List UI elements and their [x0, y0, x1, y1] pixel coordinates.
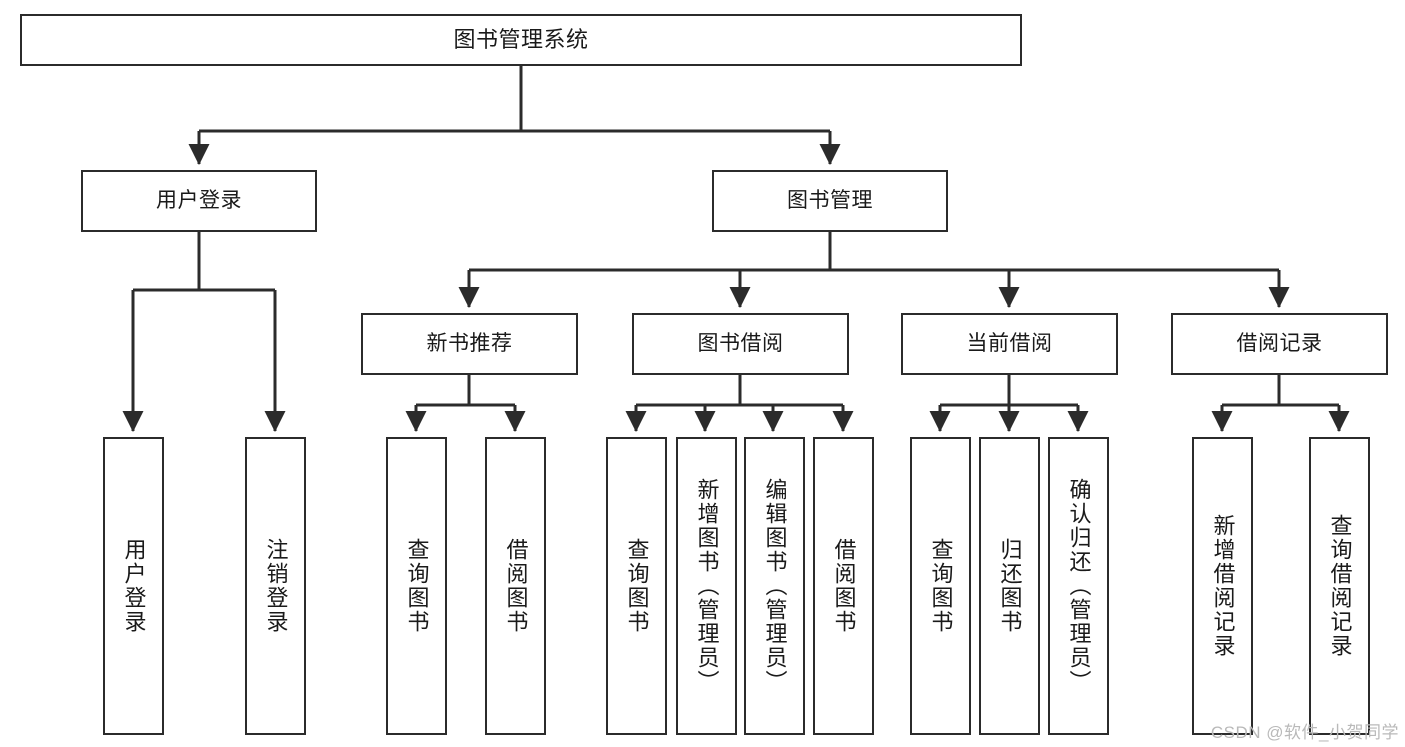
- node-current-borrow[interactable]: 当前借阅: [901, 313, 1118, 375]
- node-label: 查询图书: [928, 538, 954, 634]
- node-label: 图书管理系统: [453, 27, 589, 53]
- node-label: 新增借阅记录: [1210, 514, 1236, 658]
- node-label: 新增图书（管理员）: [694, 478, 720, 694]
- node-label: 图书管理: [787, 188, 873, 212]
- leaf-current-borrow-return[interactable]: 归还图书: [979, 437, 1040, 735]
- node-book-borrow[interactable]: 图书借阅: [632, 313, 849, 375]
- leaf-borrow-record-add[interactable]: 新增借阅记录: [1192, 437, 1253, 735]
- leaf-book-borrow-add[interactable]: 新增图书（管理员）: [676, 437, 737, 735]
- node-label: 当前借阅: [966, 331, 1053, 355]
- leaf-user-login-logout[interactable]: 注销登录: [245, 437, 306, 735]
- node-root-book-management-system[interactable]: 图书管理系统: [20, 14, 1022, 66]
- node-label: 归还图书: [997, 538, 1023, 634]
- node-label: 用户登录: [156, 188, 242, 212]
- leaf-current-borrow-confirm-return[interactable]: 确认归还（管理员）: [1048, 437, 1109, 735]
- leaf-borrow-record-query[interactable]: 查询借阅记录: [1309, 437, 1370, 735]
- node-label: 新书推荐: [426, 331, 513, 355]
- node-label: 图书借阅: [697, 331, 784, 355]
- leaf-user-login-login[interactable]: 用户登录: [103, 437, 164, 735]
- node-label: 注销登录: [263, 538, 289, 634]
- node-label: 查询图书: [404, 538, 430, 634]
- leaf-current-borrow-query[interactable]: 查询图书: [910, 437, 971, 735]
- watermark: CSDN @软件_小贺同学: [1210, 723, 1399, 742]
- node-label: 借阅图书: [831, 538, 857, 634]
- leaf-book-borrow-borrow[interactable]: 借阅图书: [813, 437, 874, 735]
- leaf-book-borrow-query[interactable]: 查询图书: [606, 437, 667, 735]
- node-label: 借阅图书: [503, 538, 529, 634]
- leaf-new-book-query[interactable]: 查询图书: [386, 437, 447, 735]
- node-label: 确认归还（管理员）: [1066, 478, 1092, 694]
- node-label: 编辑图书（管理员）: [762, 478, 788, 694]
- node-label: 借阅记录: [1236, 331, 1323, 355]
- leaf-book-borrow-edit[interactable]: 编辑图书（管理员）: [744, 437, 805, 735]
- leaf-new-book-borrow[interactable]: 借阅图书: [485, 437, 546, 735]
- node-label: 查询借阅记录: [1327, 514, 1353, 658]
- node-label: 查询图书: [624, 538, 650, 634]
- node-new-book-recommend[interactable]: 新书推荐: [361, 313, 578, 375]
- node-user-login[interactable]: 用户登录: [81, 170, 317, 232]
- node-label: 用户登录: [121, 538, 147, 634]
- node-book-management[interactable]: 图书管理: [712, 170, 948, 232]
- node-borrow-record[interactable]: 借阅记录: [1171, 313, 1388, 375]
